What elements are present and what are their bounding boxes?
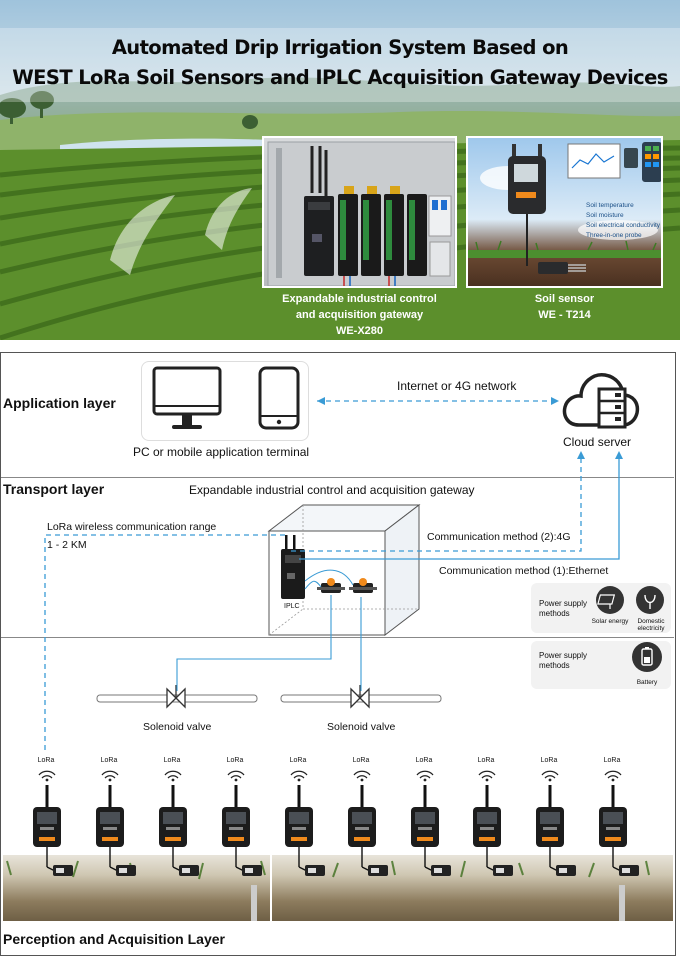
sensor-feature-3: Soil electrical conductivity [586, 222, 661, 229]
pipe-2 [280, 685, 442, 709]
lora-sensor-node-5 [285, 770, 325, 876]
sensor-caption-line1: Soil sensor [534, 293, 595, 305]
sensor-feature-4: Three-in-one probe [586, 232, 642, 239]
architecture-diagram: Application layer PC or mobile applicati… [0, 352, 676, 956]
lora-node-label: LoRa [100, 757, 118, 764]
gateway-antenna-icon [285, 535, 288, 551]
wifi-signal-icon [101, 770, 119, 779]
valve-power-label: Power supply methods [539, 651, 588, 670]
domestic-electricity-label: Domestic electricity [637, 618, 665, 632]
terminal-caption: PC or mobile application terminal [133, 445, 310, 459]
lora-sensor-node-8 [473, 770, 513, 876]
comm-ethernet-label: Communication method (1):Ethernet [439, 565, 609, 577]
gateway-caption-model: WE-X280 [335, 325, 384, 337]
gateway-enclosure-cube [267, 503, 421, 637]
lora-node-label: LoRa [289, 757, 307, 764]
battery-label: Battery [636, 679, 658, 686]
domestic-electricity-icon [636, 586, 664, 614]
solenoid-valve-2-label: Solenoid valve [327, 721, 396, 733]
battery-icon [632, 642, 662, 672]
sensor-caption: Soil sensor WE - T214 [466, 291, 663, 323]
transport-layer-label: Transport layer [3, 481, 105, 497]
connection-lines [44, 397, 623, 751]
layer-divider-2 [1, 637, 674, 638]
cloud-server-label: Cloud server [563, 435, 632, 449]
valve-1-line [176, 595, 332, 691]
lora-node-label: LoRa [603, 757, 621, 764]
wifi-signal-icon [541, 770, 559, 779]
hero-banner: Automated Drip Irrigation System Based o… [0, 0, 680, 340]
network-label: Internet or 4G network [397, 379, 517, 393]
lora-range-value: 1 - 2 KM [47, 539, 87, 551]
lora-sensor-node-4 [222, 770, 262, 876]
pipe-1 [96, 685, 258, 709]
wifi-signal-icon [353, 770, 371, 779]
wifi-signal-icon [604, 770, 622, 779]
gateway-cabinet-photo [262, 136, 457, 288]
cloud-server-icon [562, 373, 640, 429]
wifi-signal-icon [478, 770, 496, 779]
lora-node-label: LoRa [226, 757, 244, 764]
gateway-caption: Expandable industrial control and acquis… [262, 291, 457, 339]
ethernet-link-line [299, 455, 620, 560]
wifi-signal-icon [164, 770, 182, 779]
sensor-feature-1: Soil temperature [586, 202, 634, 209]
comm-4g-label: Communication method (2):4G [427, 531, 571, 543]
hero-title-line2: WEST LoRa Soil Sensors and IPLC Acquisit… [12, 66, 668, 89]
soil-sensor-photo: Soil temperature Soil moisture Soil elec… [466, 136, 663, 288]
lora-sensor-node-9 [536, 770, 576, 876]
terminal-devices-box [141, 361, 309, 441]
lora-node-label: LoRa [415, 757, 433, 764]
lora-sensor-node-10 [599, 770, 639, 876]
sensor-feature-2: Soil moisture [586, 212, 624, 219]
lora-sensor-node-2 [96, 770, 136, 876]
solenoid-valve-2-icon [350, 685, 370, 709]
lora-node-label: LoRa [540, 757, 558, 764]
hero-title-line1: Automated Drip Irrigation System Based o… [111, 36, 569, 59]
gateway-caption-line2: and acquisition gateway [295, 309, 424, 321]
layer-divider-1 [1, 477, 674, 478]
gateway-power-label: Power supply methods [539, 599, 588, 618]
lora-node-label: LoRa [477, 757, 495, 764]
gateway-caption-line1: Expandable industrial control [282, 293, 437, 305]
wifi-signal-icon [416, 770, 434, 779]
lora-node-label: LoRa [37, 757, 55, 764]
solar-energy-icon [596, 586, 624, 614]
valve-controller-1-icon [317, 578, 345, 593]
perception-layer-label: Perception and Acquisition Layer [3, 931, 225, 947]
application-layer-label: Application layer [3, 395, 116, 411]
lora-sensor-node-7 [411, 770, 451, 876]
solar-energy-label: Solar energy [591, 618, 629, 625]
4g-link-line [291, 455, 582, 552]
gateway-label: Expandable industrial control and acquis… [189, 483, 475, 497]
wifi-signal-icon [227, 770, 245, 779]
lora-sensor-node-1 [33, 770, 73, 876]
wifi-signal-icon [38, 770, 56, 779]
valve-controller-2-icon [349, 578, 377, 593]
mobile-phone-icon [258, 366, 300, 430]
lora-range-label: LoRa wireless communication range [47, 521, 217, 533]
wifi-signal-icon [290, 770, 308, 779]
iplc-label: IPLC [284, 603, 300, 610]
lora-sensor-node-3 [159, 770, 199, 876]
lora-node-label: LoRa [163, 757, 181, 764]
lora-sensor-node-6 [348, 770, 388, 876]
lora-range-line [44, 534, 285, 751]
lora-node-label: LoRa [352, 757, 370, 764]
sensor-caption-model: WE - T214 [538, 309, 591, 321]
solenoid-valve-1-label: Solenoid valve [143, 721, 212, 733]
solenoid-valve-1-icon [166, 685, 186, 709]
